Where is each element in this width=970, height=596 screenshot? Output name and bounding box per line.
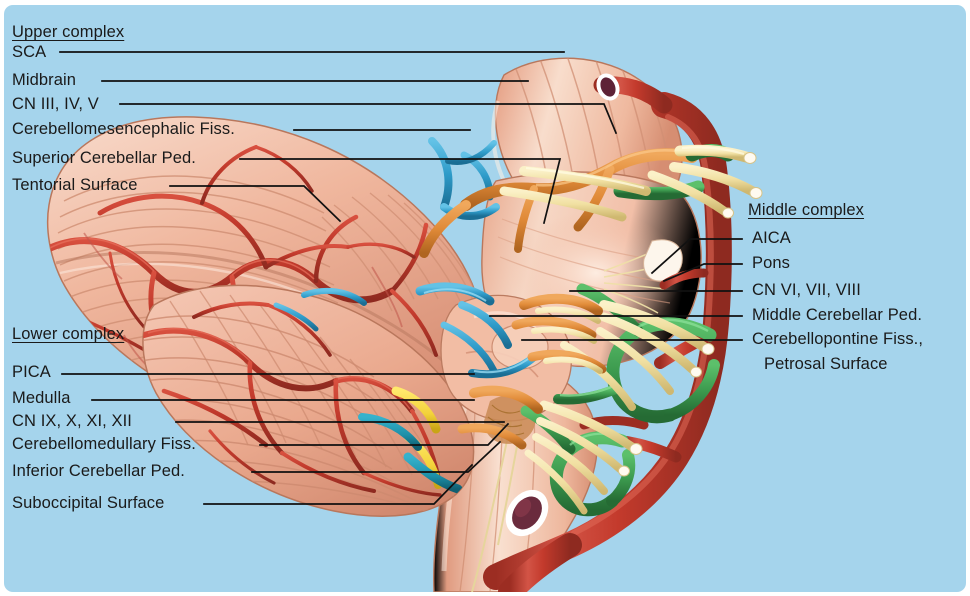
pica-branches xyxy=(142,301,442,497)
label-superior-cerebellar-peduncle[interactable]: Superior Cerebellar Ped. xyxy=(12,149,196,167)
folia-suboccipital xyxy=(142,290,463,517)
upper-complex-heading: Upper complex xyxy=(12,23,125,41)
middle-cerebellar-peduncle-cluster xyxy=(511,293,607,374)
label-medulla[interactable]: Medulla xyxy=(12,389,71,407)
artery-cut-lower xyxy=(505,489,549,537)
nerve-cut-ends-lower xyxy=(618,443,643,477)
nerve-cut-ends-middle xyxy=(690,343,715,378)
label-cn-9-10-11-12[interactable]: CN IX, X, XI, XII xyxy=(12,412,132,430)
label-cerebellomesencephalic-fissure[interactable]: Cerebellomesencephalic Fiss. xyxy=(12,120,235,138)
label-pica[interactable]: PICA xyxy=(12,363,51,381)
illustration-plate: Upper complex SCA Midbrain CN III, IV, V… xyxy=(4,5,966,592)
leader-lines xyxy=(59,51,743,505)
label-sca[interactable]: SCA xyxy=(12,43,47,61)
label-aica[interactable]: AICA xyxy=(752,229,791,247)
label-pons[interactable]: Pons xyxy=(752,254,791,272)
cranial-nerves-lower xyxy=(524,400,637,515)
lower-complex-heading: Lower complex xyxy=(12,325,125,343)
cerebellomedullary-vessels xyxy=(358,386,463,494)
artery-cut-upper xyxy=(596,73,620,101)
label-cn-6-7-8[interactable]: CN VI, VII, VIII xyxy=(752,281,861,299)
label-suboccipital-surface[interactable]: Suboccipital Surface xyxy=(12,494,165,512)
label-petrosal-surface[interactable]: Petrosal Surface xyxy=(764,355,888,373)
inferior-peduncle-vessels xyxy=(457,385,543,450)
middle-complex-heading: Middle complex xyxy=(748,201,865,219)
label-middle-cerebellar-peduncle[interactable]: Middle Cerebellar Ped. xyxy=(752,306,923,324)
label-cerebellomedullary-fissure[interactable]: Cerebellomedullary Fiss. xyxy=(12,435,196,453)
label-inferior-cerebellar-peduncle[interactable]: Inferior Cerebellar Ped. xyxy=(12,462,185,480)
nerve-cut-ends-upper xyxy=(722,152,763,219)
label-midbrain[interactable]: Midbrain xyxy=(12,71,77,89)
anatomy-illustration xyxy=(46,57,763,592)
label-tentorial-surface[interactable]: Tentorial Surface xyxy=(12,176,138,194)
label-cerebellopontine-fissure[interactable]: Cerebellopontine Fiss., xyxy=(752,330,924,348)
label-cn-3-4-5[interactable]: CN III, IV, V xyxy=(12,95,99,113)
cranial-nerves-upper xyxy=(499,144,757,222)
